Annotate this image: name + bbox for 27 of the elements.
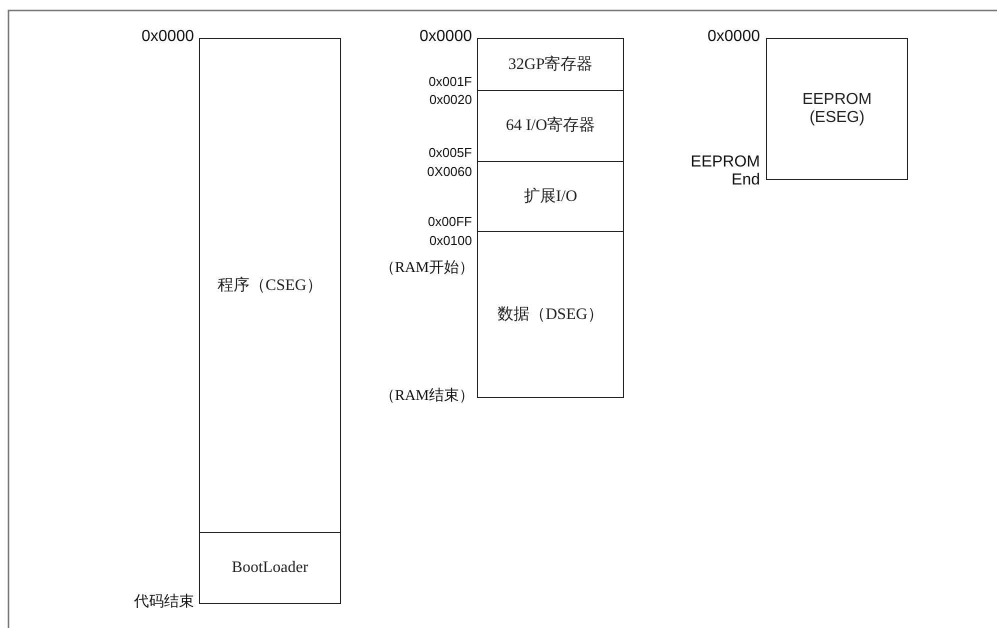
address-label: 0X0060: [427, 164, 472, 180]
block-label: 数据（DSEG）: [498, 305, 604, 325]
memory-block: [477, 160, 624, 232]
block-label: 64 I/O寄存器: [506, 116, 596, 136]
memory-block: [199, 532, 341, 604]
block-label: BootLoader: [232, 558, 308, 576]
memory-block: [766, 38, 908, 180]
address-label: 0x0100: [429, 234, 472, 248]
memory-block: [477, 38, 624, 91]
address-label: 0x00FF: [428, 214, 472, 230]
address-label: （RAM结束）: [380, 388, 474, 404]
address-label: EEPROM End: [690, 153, 760, 189]
block-label: 程序（CSEG）: [218, 276, 322, 296]
address-label: 代码结束: [134, 594, 194, 610]
address-label: 0x005F: [428, 146, 472, 160]
memory-block: [199, 38, 341, 533]
memory-block: [477, 231, 624, 398]
address-label: 0x0000: [420, 28, 472, 46]
block-label: 32GP寄存器: [508, 54, 593, 75]
address-label: （RAM开始）: [380, 260, 474, 276]
block-label: 扩展I/O: [524, 186, 578, 207]
address-label: 0x0000: [708, 28, 760, 46]
memory-block: [477, 90, 624, 162]
block-label: EEPROM (ESEG): [801, 91, 873, 127]
address-label: 0x0020: [429, 92, 472, 108]
address-label: 0x001F: [428, 74, 472, 90]
address-label: 0x0000: [142, 28, 194, 46]
